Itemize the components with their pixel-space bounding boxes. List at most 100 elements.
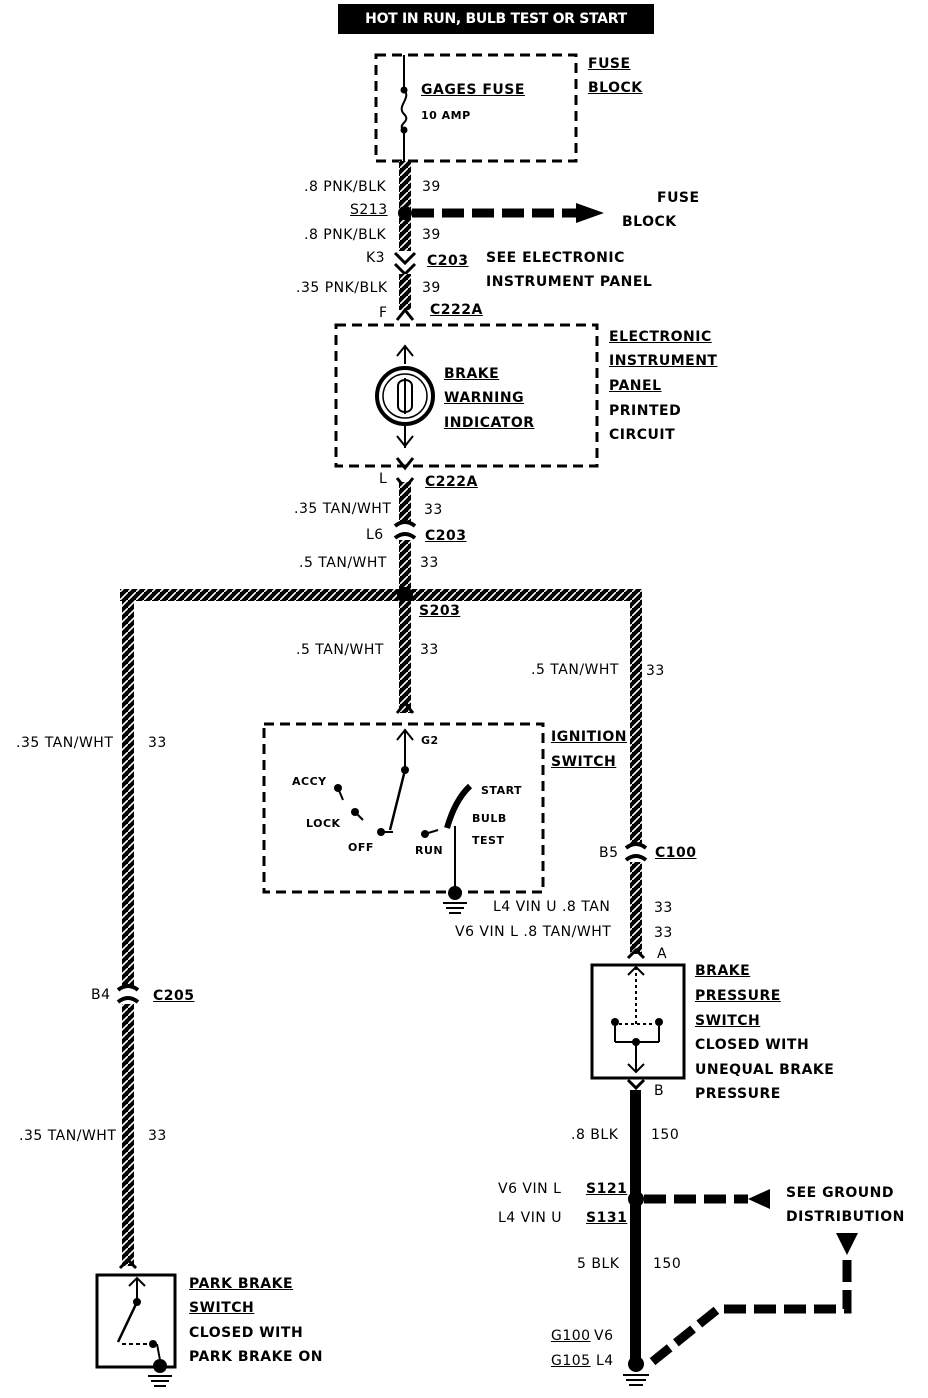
ignition-label-2: SWITCH: [551, 754, 617, 770]
splice-s203-label: S203: [419, 603, 461, 619]
connector-c203-lower-label: C203: [425, 528, 467, 544]
l4-vin-wire-label: L4 VIN U .8 TAN: [493, 899, 611, 915]
wire-39-circuit-2: 39: [422, 227, 441, 243]
brake-warning-bulb-icon: [375, 366, 435, 426]
park-brake-switch-icon: [116, 1276, 161, 1361]
park-brake-label-1: PARK BRAKE: [189, 1276, 294, 1292]
brake-pressure-label-4: CLOSED WITH: [695, 1037, 810, 1053]
splice-s203-dot: [397, 587, 413, 603]
left-wire-size-2: .35 TAN/WHT: [19, 1128, 117, 1144]
left-wire-size-1: .35 TAN/WHT: [16, 735, 114, 751]
fuse-icon: [400, 55, 408, 161]
park-brake-label-2: SWITCH: [189, 1300, 255, 1316]
l4-vin-splice-label: L4 VIN U: [498, 1210, 563, 1226]
brake-pressure-label-5: UNEQUAL BRAKE: [695, 1062, 835, 1078]
wire-39-circuit-1: 39: [422, 179, 441, 195]
brake-pressure-label-3: SWITCH: [695, 1013, 761, 1029]
connector-c100: [624, 842, 648, 862]
left-wire-circuit-1: 33: [148, 735, 167, 751]
v6-vin-wire-label: V6 VIN L .8 TAN/WHT: [455, 924, 612, 940]
ignition-run: RUN: [415, 844, 444, 857]
connector-c100-label: C100: [655, 845, 697, 861]
brake-pressure-switch-box: [590, 963, 686, 1080]
indicator-label-3: INDICATOR: [444, 415, 535, 431]
brake-switch-pin-a: A: [657, 946, 668, 962]
brake-pressure-switch-icon: [611, 965, 663, 1074]
connector-ignition-g2: [395, 700, 415, 714]
wire-33-horizontal-bus: [120, 589, 640, 601]
wire-33-circuit-2: 33: [420, 555, 439, 571]
fuse-block-right-2: BLOCK: [622, 214, 677, 230]
wire-33-panel-out: [399, 482, 411, 524]
wire-33-to-brake-switch: [630, 862, 642, 954]
brake-switch-pin-b: B: [654, 1083, 665, 1099]
connector-k3-pin: K3: [366, 250, 386, 266]
connector-b5-pin: B5: [599, 845, 619, 861]
wire-39-size-2: .8 PNK/BLK: [304, 227, 387, 243]
wire-33-right-branch: [630, 589, 642, 843]
ignition-off: OFF: [348, 841, 374, 854]
ground-wire-circuit-1: 150: [651, 1127, 680, 1143]
ground-g105-suffix: L4: [596, 1353, 614, 1369]
connector-c203-lower: [393, 520, 417, 540]
indicator-label-2: WARNING: [444, 390, 525, 406]
fuse-block-label-1: FUSE: [588, 56, 631, 72]
wire-39-size-3: .35 PNK/BLK: [296, 280, 388, 296]
circuit-condition-banner: HOT IN RUN, BULB TEST OR START: [338, 4, 654, 34]
ignition-accy: ACCY: [292, 775, 327, 788]
ground-wire-circuit-2: 150: [653, 1256, 682, 1272]
dashed-arrow-to-fuse-block: [412, 203, 604, 223]
connector-c222a-lower-top: [395, 457, 415, 471]
see-electronic-1: SEE ELECTRONIC: [486, 250, 625, 266]
dashed-arrow-ground-distribution: [644, 1189, 770, 1209]
ignition-start: START: [481, 784, 523, 797]
connector-c205-label: C205: [153, 988, 195, 1004]
instrument-panel-label-5: CIRCUIT: [609, 427, 676, 443]
left-wire-circuit-2: 33: [148, 1128, 167, 1144]
ground-wire-size-1: .8 BLK: [571, 1127, 619, 1143]
instrument-panel-label-4: PRINTED: [609, 403, 682, 419]
wire-150-ground: [630, 1090, 641, 1360]
connector-c205: [116, 984, 140, 1004]
pin-l: L: [379, 471, 388, 487]
fuse-block-right-1: FUSE: [657, 190, 700, 206]
connector-c222a-lower-label: C222A: [425, 474, 478, 490]
ignition-test: TEST: [472, 834, 505, 847]
see-electronic-2: INSTRUMENT PANEL: [486, 274, 653, 290]
ignition-switch-box: [262, 722, 545, 894]
wire-39-circuit-3: 39: [422, 280, 441, 296]
wire-33-left-lower: [122, 1004, 134, 1266]
ignition-bulb: BULB: [472, 812, 507, 825]
main-ground-icon: [623, 1356, 649, 1386]
pin-l6: L6: [366, 527, 384, 543]
ground-g100-suffix: V6: [594, 1328, 614, 1344]
indicator-label-1: BRAKE: [444, 366, 500, 382]
wire-33-size-1: .35 TAN/WHT: [294, 501, 392, 517]
ignition-ground-icon: [443, 886, 467, 914]
instrument-panel-label-3: PANEL: [609, 378, 662, 394]
park-brake-ground-icon: [148, 1359, 172, 1387]
ignition-pin-g2: G2: [421, 734, 439, 747]
park-brake-label-3: CLOSED WITH: [189, 1325, 304, 1341]
ignition-switch-icon: [334, 728, 473, 890]
splice-s131-label: S131: [586, 1210, 628, 1226]
wire-33-left-branch: [122, 589, 134, 985]
wire-33-circuit-1: 33: [424, 502, 443, 518]
fuse-name: GAGES FUSE: [421, 82, 525, 98]
wire-33-to-ignition: [399, 601, 411, 713]
ignition-lock: LOCK: [306, 817, 341, 830]
wire-33-circuit-3: 33: [420, 642, 439, 658]
connector-c203-label: C203: [427, 253, 469, 269]
instrument-panel-label-1: ELECTRONIC: [609, 329, 712, 345]
fuse-block-box: [374, 53, 578, 163]
wire-33-size-2: .5 TAN/WHT: [299, 555, 387, 571]
brake-pressure-label-2: PRESSURE: [695, 988, 781, 1004]
see-ground-1: SEE GROUND: [786, 1185, 894, 1201]
pin-f: F: [379, 305, 388, 321]
wire-39-size-1: .8 PNK/BLK: [304, 179, 387, 195]
splice-s121-label: S121: [586, 1181, 628, 1197]
splice-s213-dot: [398, 206, 412, 220]
brake-pressure-label-1: BRAKE: [695, 963, 751, 979]
splice-s213-label: S213: [350, 202, 388, 218]
